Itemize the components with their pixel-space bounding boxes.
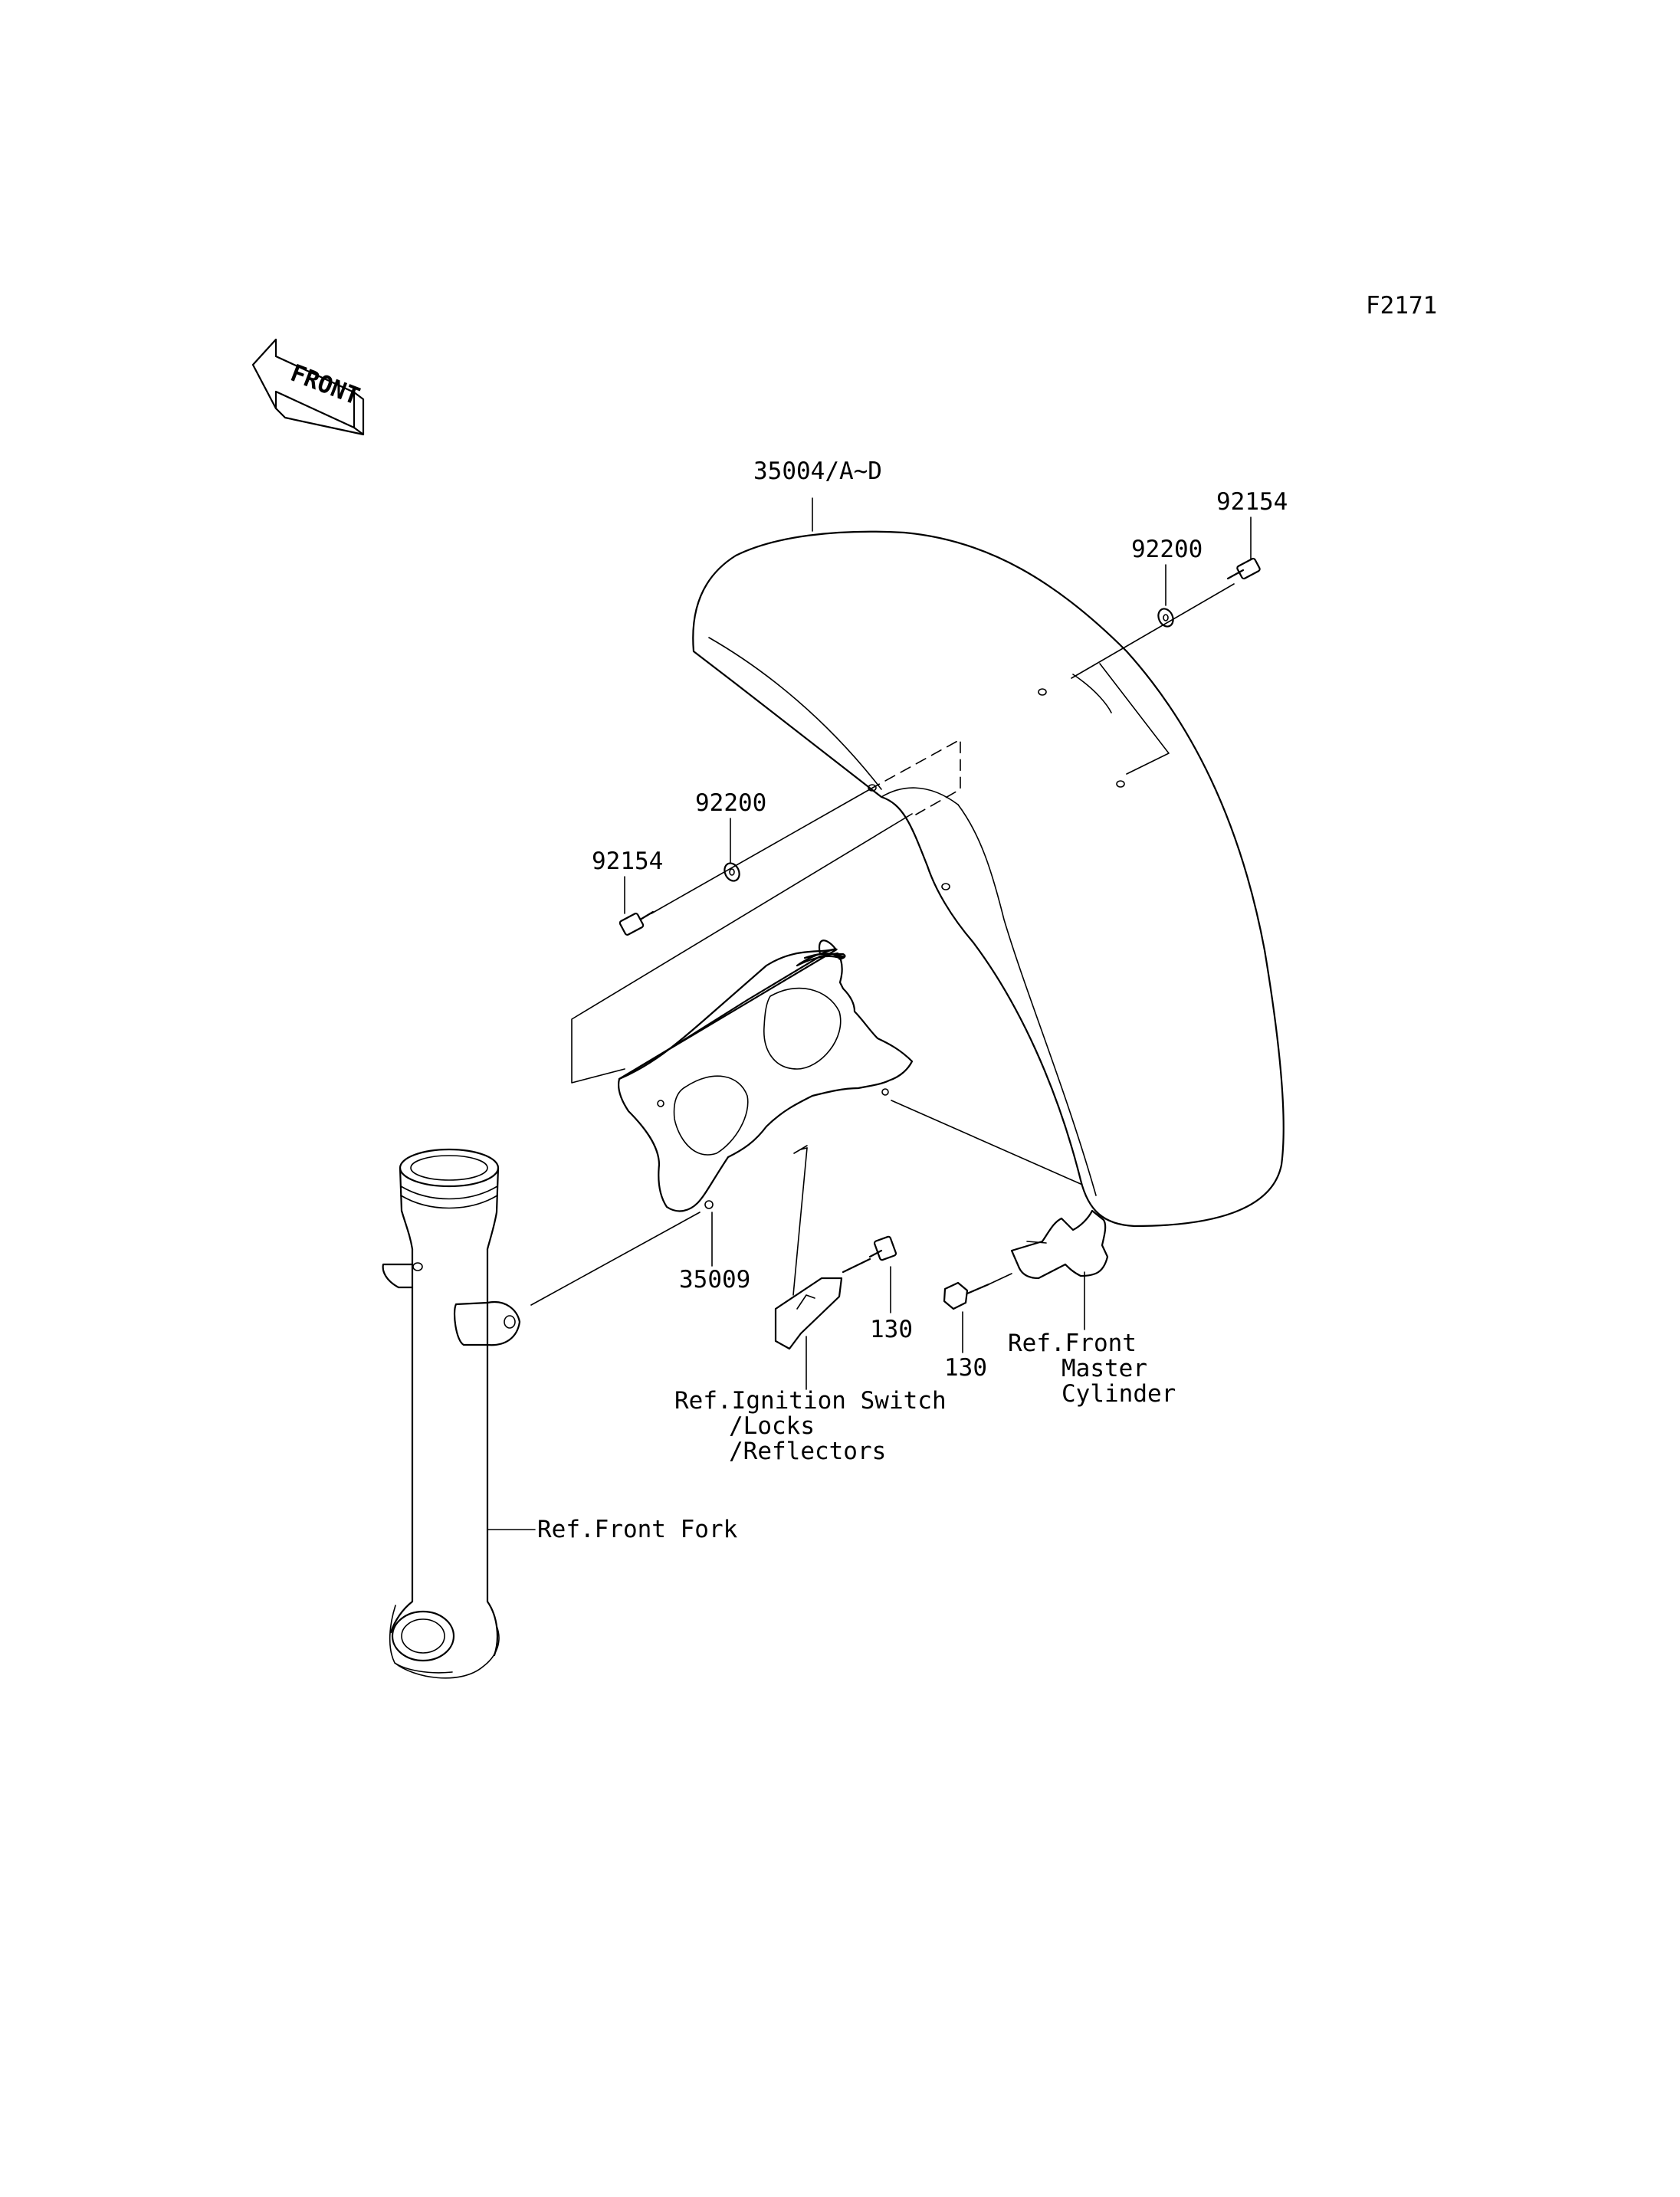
label-92200-right: 92200 [1131,536,1203,563]
label-ref-ignition-3: /Reflectors [729,1438,886,1465]
front-direction-arrow-icon: FRONT [251,338,365,436]
assembly-bracket-right [1099,663,1170,775]
bolt-icon [943,1273,1012,1310]
label-92200-left: 92200 [695,789,766,817]
front-arrow-text: FRONT [287,359,363,411]
figure-code: F2171 [1366,292,1437,320]
assembly-line-left [651,789,871,914]
master-cylinder-clamp [1010,1209,1109,1280]
front-fender [692,530,1285,1228]
label-ref-ignition-2: /Locks [729,1412,815,1440]
assembly-dash-left [869,739,961,815]
bolt-icon [842,1235,897,1274]
label-ref-master-3: Cylinder [1061,1380,1176,1408]
bolt-icon [619,910,655,936]
label-35004: 35004/A~D [753,457,882,485]
label-130-center: 130 [870,1316,913,1343]
label-92154-left: 92154 [592,848,663,875]
label-35009: 35009 [679,1266,750,1294]
label-130-lower: 130 [944,1354,987,1382]
washer-icon [724,862,740,882]
washer-icon [1157,608,1174,628]
assembly-line-right [1071,583,1235,679]
assembly-line-fork [530,1212,701,1306]
label-92154-right: 92154 [1216,488,1288,516]
label-ref-ignition-1: Ref.Ignition Switch [674,1387,947,1415]
front-fork [382,1148,521,1679]
label-ref-front-fork: Ref.Front Fork [537,1516,738,1543]
bolt-icon [1226,557,1261,580]
ignition-switch-bracket [774,1147,843,1350]
fender-bracket [571,813,1081,1212]
label-ref-master-2: Master [1061,1355,1147,1382]
label-ref-master-1: Ref.Front [1008,1330,1137,1357]
